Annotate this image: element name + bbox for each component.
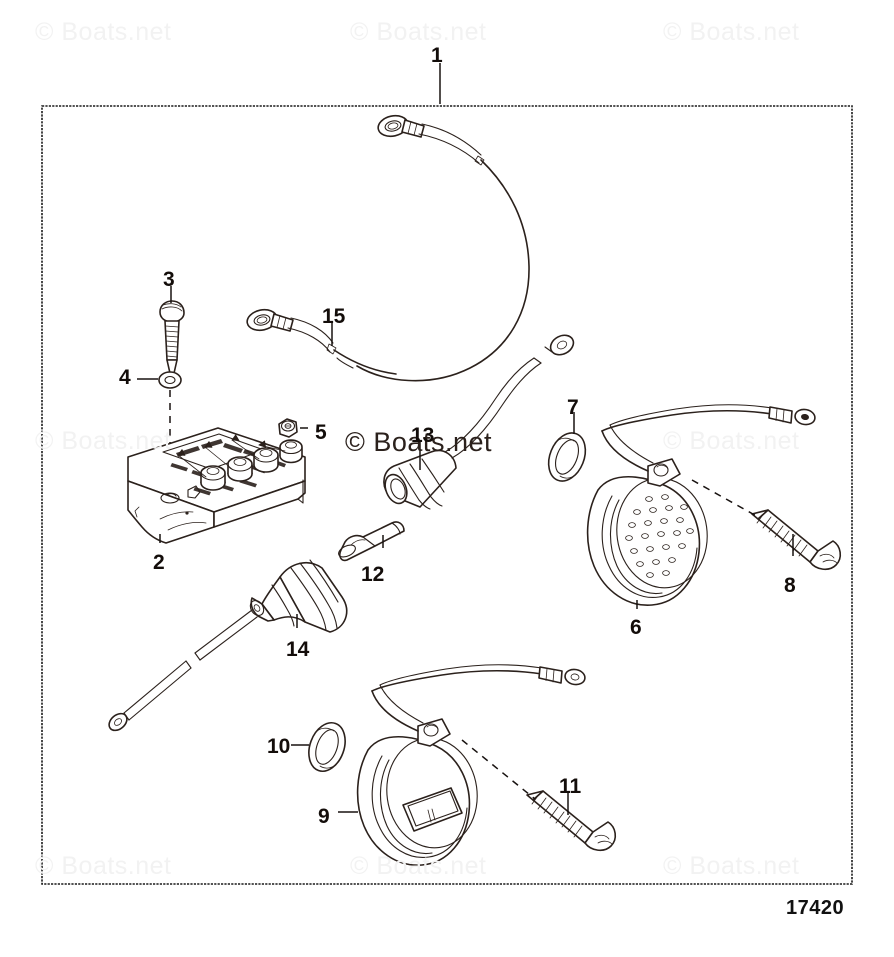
callout-13-connector-boot: 13 — [411, 424, 435, 447]
part-11-screw-lower — [526, 790, 617, 852]
part-4-washer — [158, 371, 182, 389]
callout-8-screw-upper: 8 — [784, 574, 796, 597]
part-10-o-ring-lower — [308, 721, 346, 773]
callout-10-o-ring-lower: 10 — [267, 735, 291, 758]
figure-id-number: 17420 — [786, 897, 845, 919]
callout-5-nut: 5 — [315, 421, 327, 444]
callout-7-o-ring-upper: 7 — [567, 396, 579, 419]
part-12-sleeve — [338, 521, 405, 562]
part-6-speaker-grille-cover — [586, 404, 816, 606]
part-1-battery-cable-long — [336, 114, 530, 382]
part-15-battery-cable-short — [246, 308, 397, 375]
callout-12-sleeve: 12 — [361, 563, 385, 586]
module-terminals — [200, 439, 303, 491]
part-2-control-module — [127, 427, 306, 544]
callout-14-connector-body: 14 — [286, 638, 310, 661]
assembly-axis-6-8 — [691, 479, 761, 519]
callout-1-battery-cable-long: 1 — [431, 44, 443, 67]
callout-6-speaker-grille-cover: 6 — [630, 616, 642, 639]
callout-15-battery-cable-short: 15 — [322, 305, 346, 328]
part-9-cover-assembly — [356, 664, 586, 866]
part-8-screw-upper — [751, 509, 842, 571]
callout-2-control-module: 2 — [153, 551, 165, 574]
callout-3-screw: 3 — [163, 268, 175, 291]
diagram-frame — [41, 105, 853, 885]
assembly-axis-9-11 — [461, 739, 536, 800]
part-7-o-ring-upper — [547, 432, 587, 482]
callout-9-cover-assembly: 9 — [318, 805, 330, 828]
grille-holes — [625, 494, 694, 578]
part-14-connector-body — [108, 559, 348, 732]
part-13-connector-boot — [383, 334, 575, 510]
callout-4-washer: 4 — [119, 366, 131, 389]
part-3-screw — [159, 300, 185, 383]
callout-11-screw-lower: 11 — [559, 775, 582, 798]
part-5-nut — [278, 418, 298, 438]
